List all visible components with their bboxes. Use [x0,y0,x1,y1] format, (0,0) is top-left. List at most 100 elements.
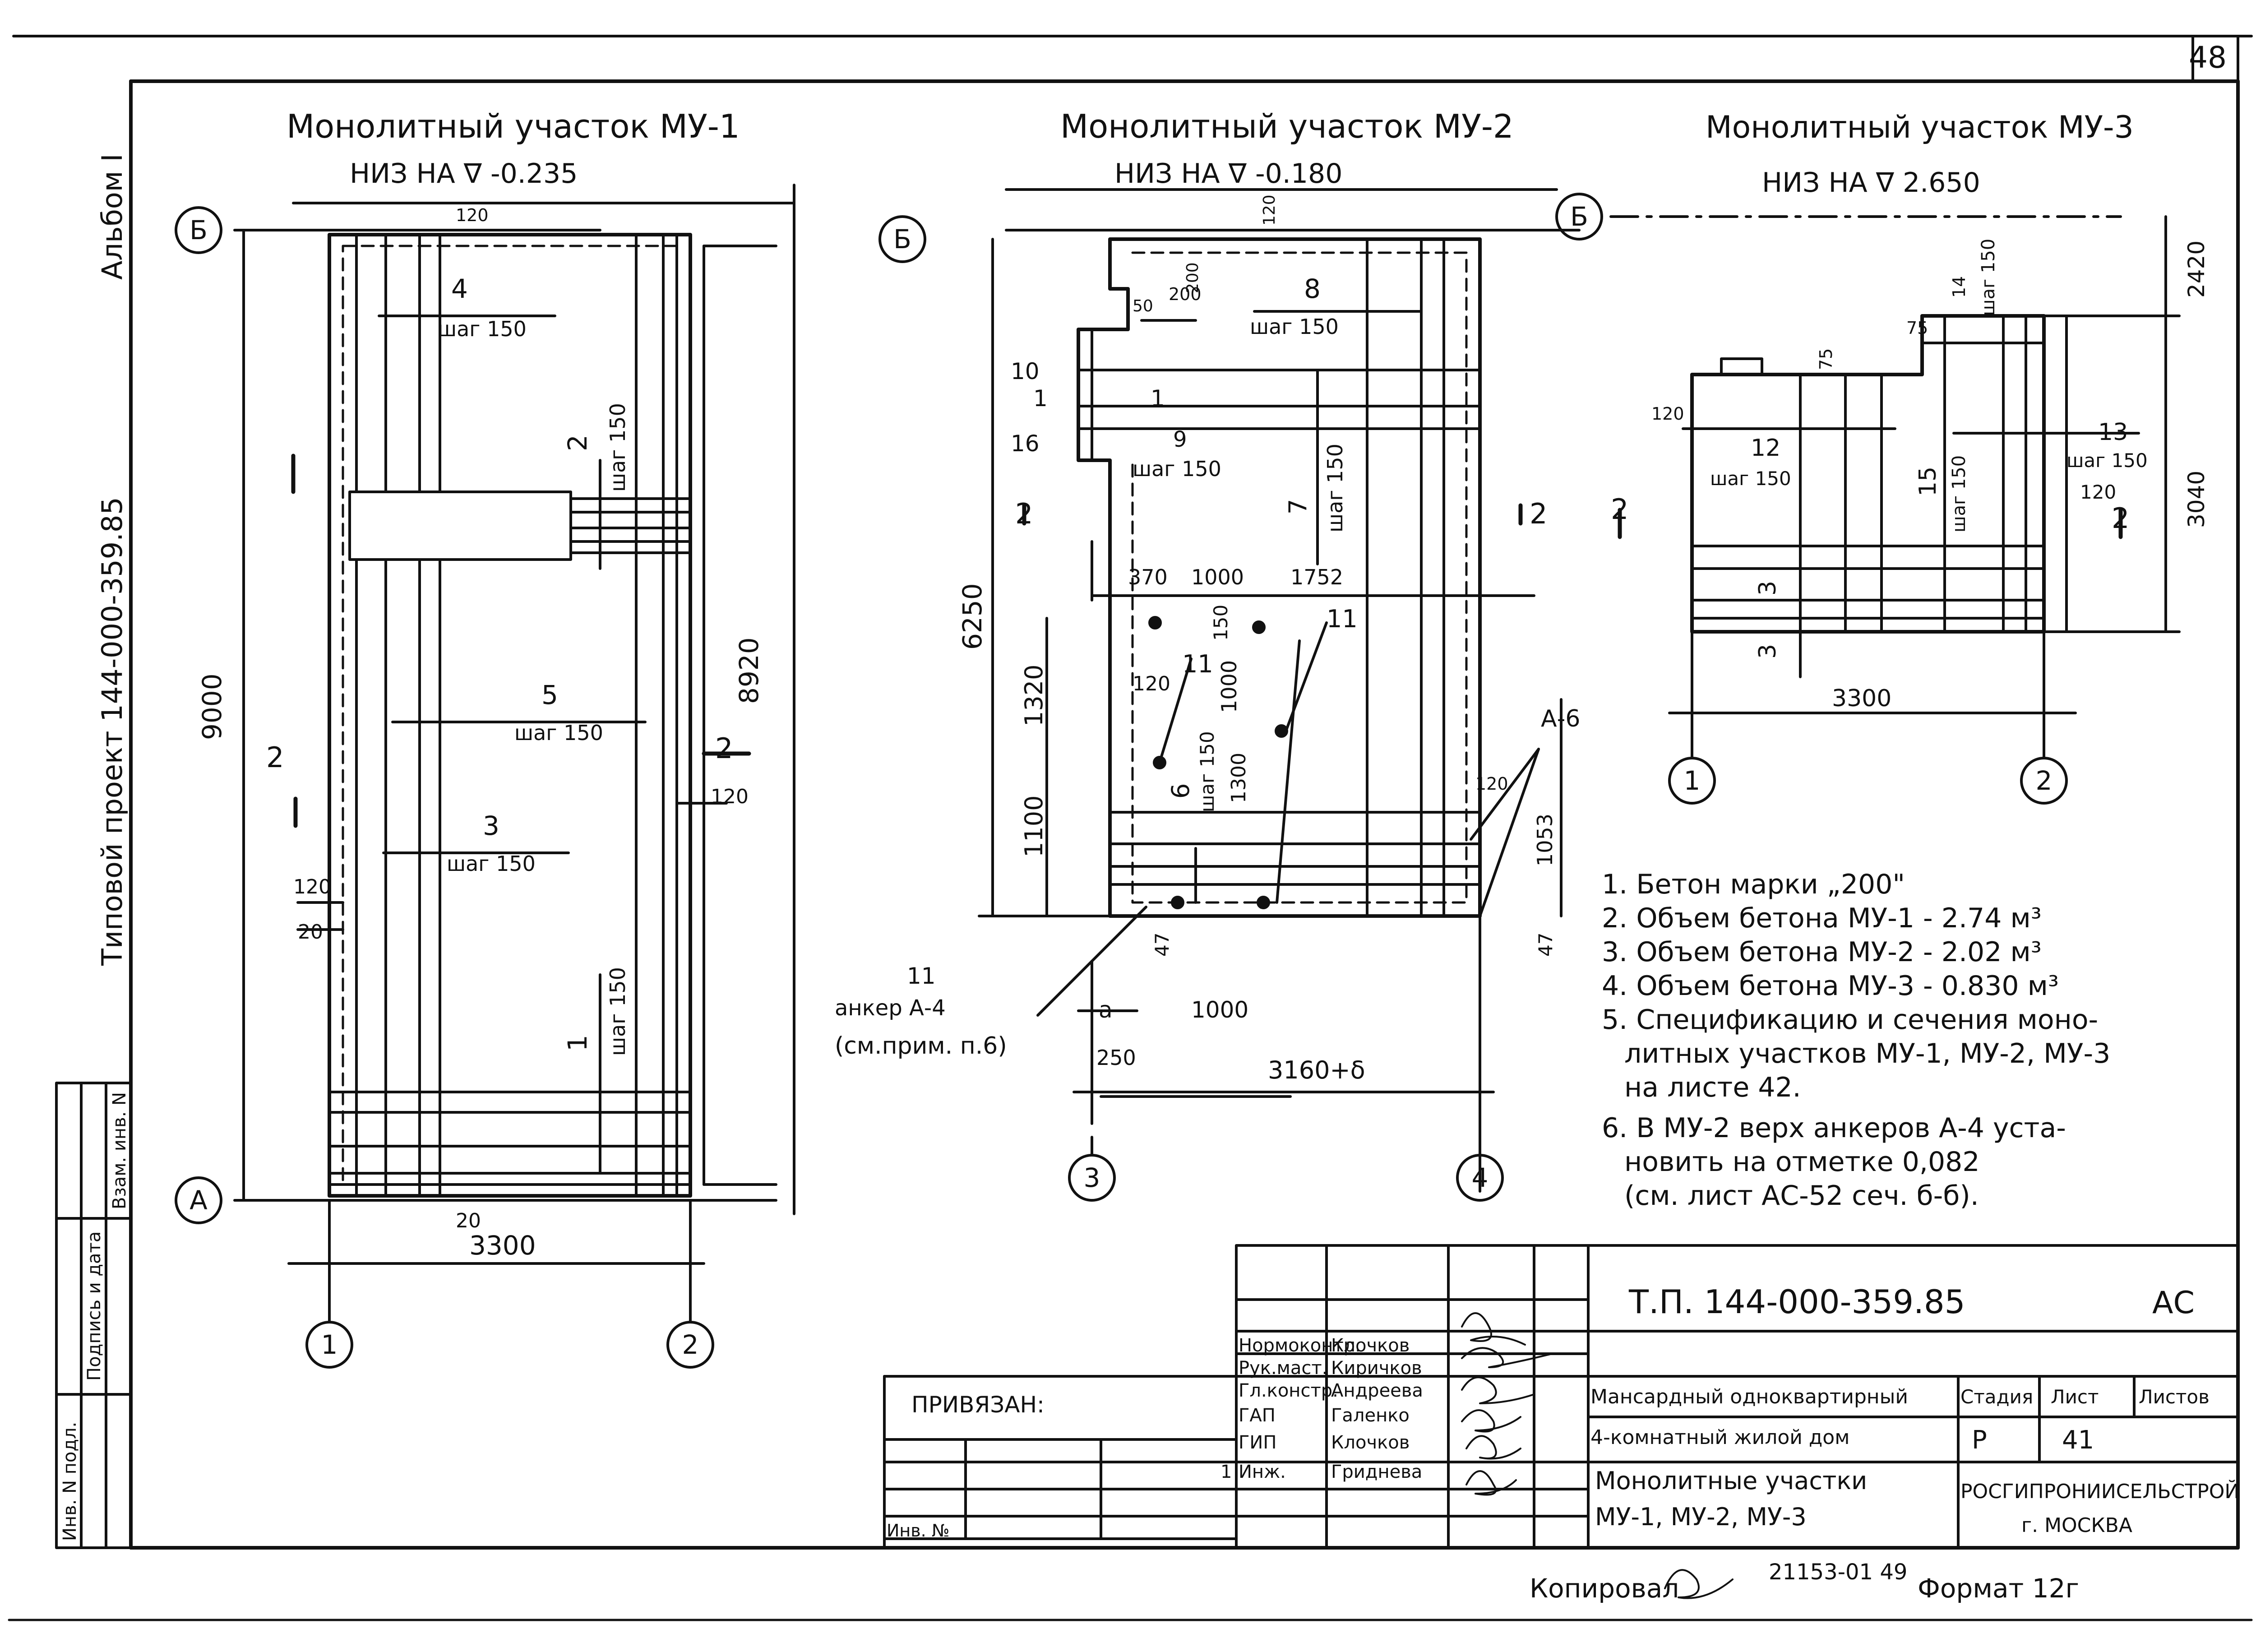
mu1-d120-right: 120 [711,785,749,808]
mu3-axis-1: 1 [1684,765,1701,796]
mu3-section-right: 2 [2112,502,2129,535]
object-line1: Мансардный одноквартирный [1590,1385,1908,1408]
stage-value: Р [1972,1425,1987,1455]
mu2-section-left: 2 [1015,497,1033,530]
note-6: 6. В МУ-2 верх анкеров А-4 уста- [1602,1112,2066,1144]
mu2-dim-total: 3160+δ [1268,1056,1365,1084]
mu3-section-left: 2 [1611,493,1628,526]
mu2-title: Монолитный участок МУ-2 [1060,107,1514,145]
mu2-bar8-step: шаг 150 [1250,315,1339,339]
mu2-bar1-right: 1 [1151,385,1165,412]
mu2-level: НИЗ НА ∇ -0.180 [1114,158,1342,190]
mu1-bar4-step: шаг 150 [438,317,527,341]
mu3-level: НИЗ НА ∇ 2.650 [1762,167,1980,199]
mu2-bar11-right: 11 [1327,605,1358,633]
sheet-value: 41 [2062,1425,2094,1455]
mu3-drawing [1609,215,2181,805]
mu2-axis-3: 3 [1084,1162,1100,1193]
mu1-bar2-step: шаг 150 [606,403,630,492]
mu2-bar9: 9 [1173,427,1187,452]
row-mark: 1 [1220,1462,1232,1482]
name-1: Клочков [1331,1335,1410,1356]
mu1-section-left: 2 [266,741,284,774]
mu2-drawing [878,188,1603,1202]
mu3-dim-3300: 3300 [1832,685,1891,712]
mu3-bar13-step: шаг 150 [2066,449,2148,472]
mu2-dim-1320: 1320 [1020,665,1048,727]
mu2-dim-1100: 1100 [1020,796,1048,857]
copied-label: Копировал [1530,1573,1679,1604]
mu3-title: Монолитный участок МУ-3 [1706,110,2134,145]
mu2-bar1-left: 1 [1033,385,1048,412]
stage-label: Стадия [1960,1386,2033,1408]
name-6: Гриднева [1331,1462,1422,1482]
mu2-bar6: 6 [1166,783,1195,799]
mu1-section-right: 2 [715,732,733,765]
mu3-bar13: 13 [2098,419,2128,446]
mu2-dim-120b: 120 [1475,774,1508,794]
side-stamp [55,1082,132,1549]
mu1-d120-top: 120 [456,205,489,225]
mu3-bar3-a: 3 [1754,581,1781,596]
mu1-axis-1: 1 [321,1329,338,1360]
mu2-axis-b: Б [893,224,911,255]
mu1-bar1-step: шаг 150 [606,967,630,1056]
mu1-bar3: 3 [483,810,499,841]
mu3-dim-75a: 75 [1906,318,1928,338]
mu2-bar9-step: шаг 150 [1133,457,1221,481]
mu2-dim-1000b: 1000 [1217,660,1241,713]
album-label: Альбом I [96,153,129,280]
sheet-title-line2: МУ-1, МУ-2, МУ-3 [1595,1503,1807,1531]
mu1-bar4: 4 [451,273,468,304]
mu2-dim-47b: 47 [1535,933,1557,957]
org-line2: г. МОСКВА [2021,1514,2132,1537]
mu1-dim-height: 9000 [197,673,227,740]
mu2-bar7: 7 [1284,499,1312,514]
mu1-drawing [175,184,795,1369]
mu2-dim-200: 200 [1183,262,1202,293]
sheet-frame [8,35,2253,1621]
mu3-dim-75b: 75 [1816,348,1836,370]
note-5b: литных участков МУ-1, МУ-2, МУ-3 [1624,1038,2110,1069]
mu3-top-step: шаг 150 [1978,239,1999,316]
sheets-label: Листов [2139,1386,2210,1408]
doc-code: Т.П. 144-000-359.85 [1628,1283,1965,1321]
mu2-axis-b-right: Б [1570,201,1588,232]
role-3: Гл.констр. [1239,1380,1338,1401]
role-6: Инж. [1239,1462,1286,1482]
side-stamp-col2: Подпись и дата [84,1231,105,1381]
mu2-dim-1000c: 1000 [1191,997,1248,1023]
mu3-bar12-step: шаг 150 [1710,467,1791,490]
mu1-axis-b: Б [190,215,208,245]
mu2-dim-1053: 1053 [1533,814,1557,866]
mu1-level: НИЗ НА ∇ -0.235 [350,158,578,190]
mu1-axis-2: 2 [682,1329,699,1360]
mu2-dim-200b: 200 [1169,284,1202,304]
name-4: Галенко [1331,1405,1410,1426]
order-number: 21153-01 49 [1769,1559,1907,1585]
title-block-lines [883,1244,2239,1549]
mu3-dim-14: 14 [1949,276,1969,298]
note-5: 5. Спецификацию и сечения моно- [1602,1004,2098,1036]
role-2: Рук.маст. [1239,1358,1327,1379]
mu1-bar2: 2 [562,435,593,451]
mu3-bar3-b: 3 [1754,644,1781,659]
mu2-bar16: 16 [1011,430,1040,457]
mu2-dim-6250: 6250 [957,583,988,650]
sheet-label: Лист [2051,1386,2099,1408]
side-stamp-col1: Инв. N подл. [60,1422,80,1541]
mu2-bar7-step: шаг 150 [1323,444,1347,532]
org-line1: РОСГИПРОНИИСЕЛЬСТРОЙ [1960,1479,2239,1503]
mu2-dim-120-top: 120 [1260,194,1279,226]
mu2-dim-50: 50 [1133,297,1153,315]
mu3-dim-120a: 120 [1651,404,1684,424]
side-stamp-col3: Взам. инв. N [109,1092,130,1209]
format-label: Формат 12г [1918,1573,2079,1604]
mu2-section-right: 2 [1530,497,1547,530]
mu1-bar1: 1 [562,1035,593,1051]
mu3-dim-120b: 120 [2080,481,2116,503]
note-2: 2. Объем бетона МУ-1 - 2.74 м³ [1602,902,2042,934]
name-5: Клочков [1331,1432,1410,1453]
mu3-bar15-step: шаг 150 [1949,455,1969,532]
mu2-dim-150: 150 [1210,605,1232,641]
